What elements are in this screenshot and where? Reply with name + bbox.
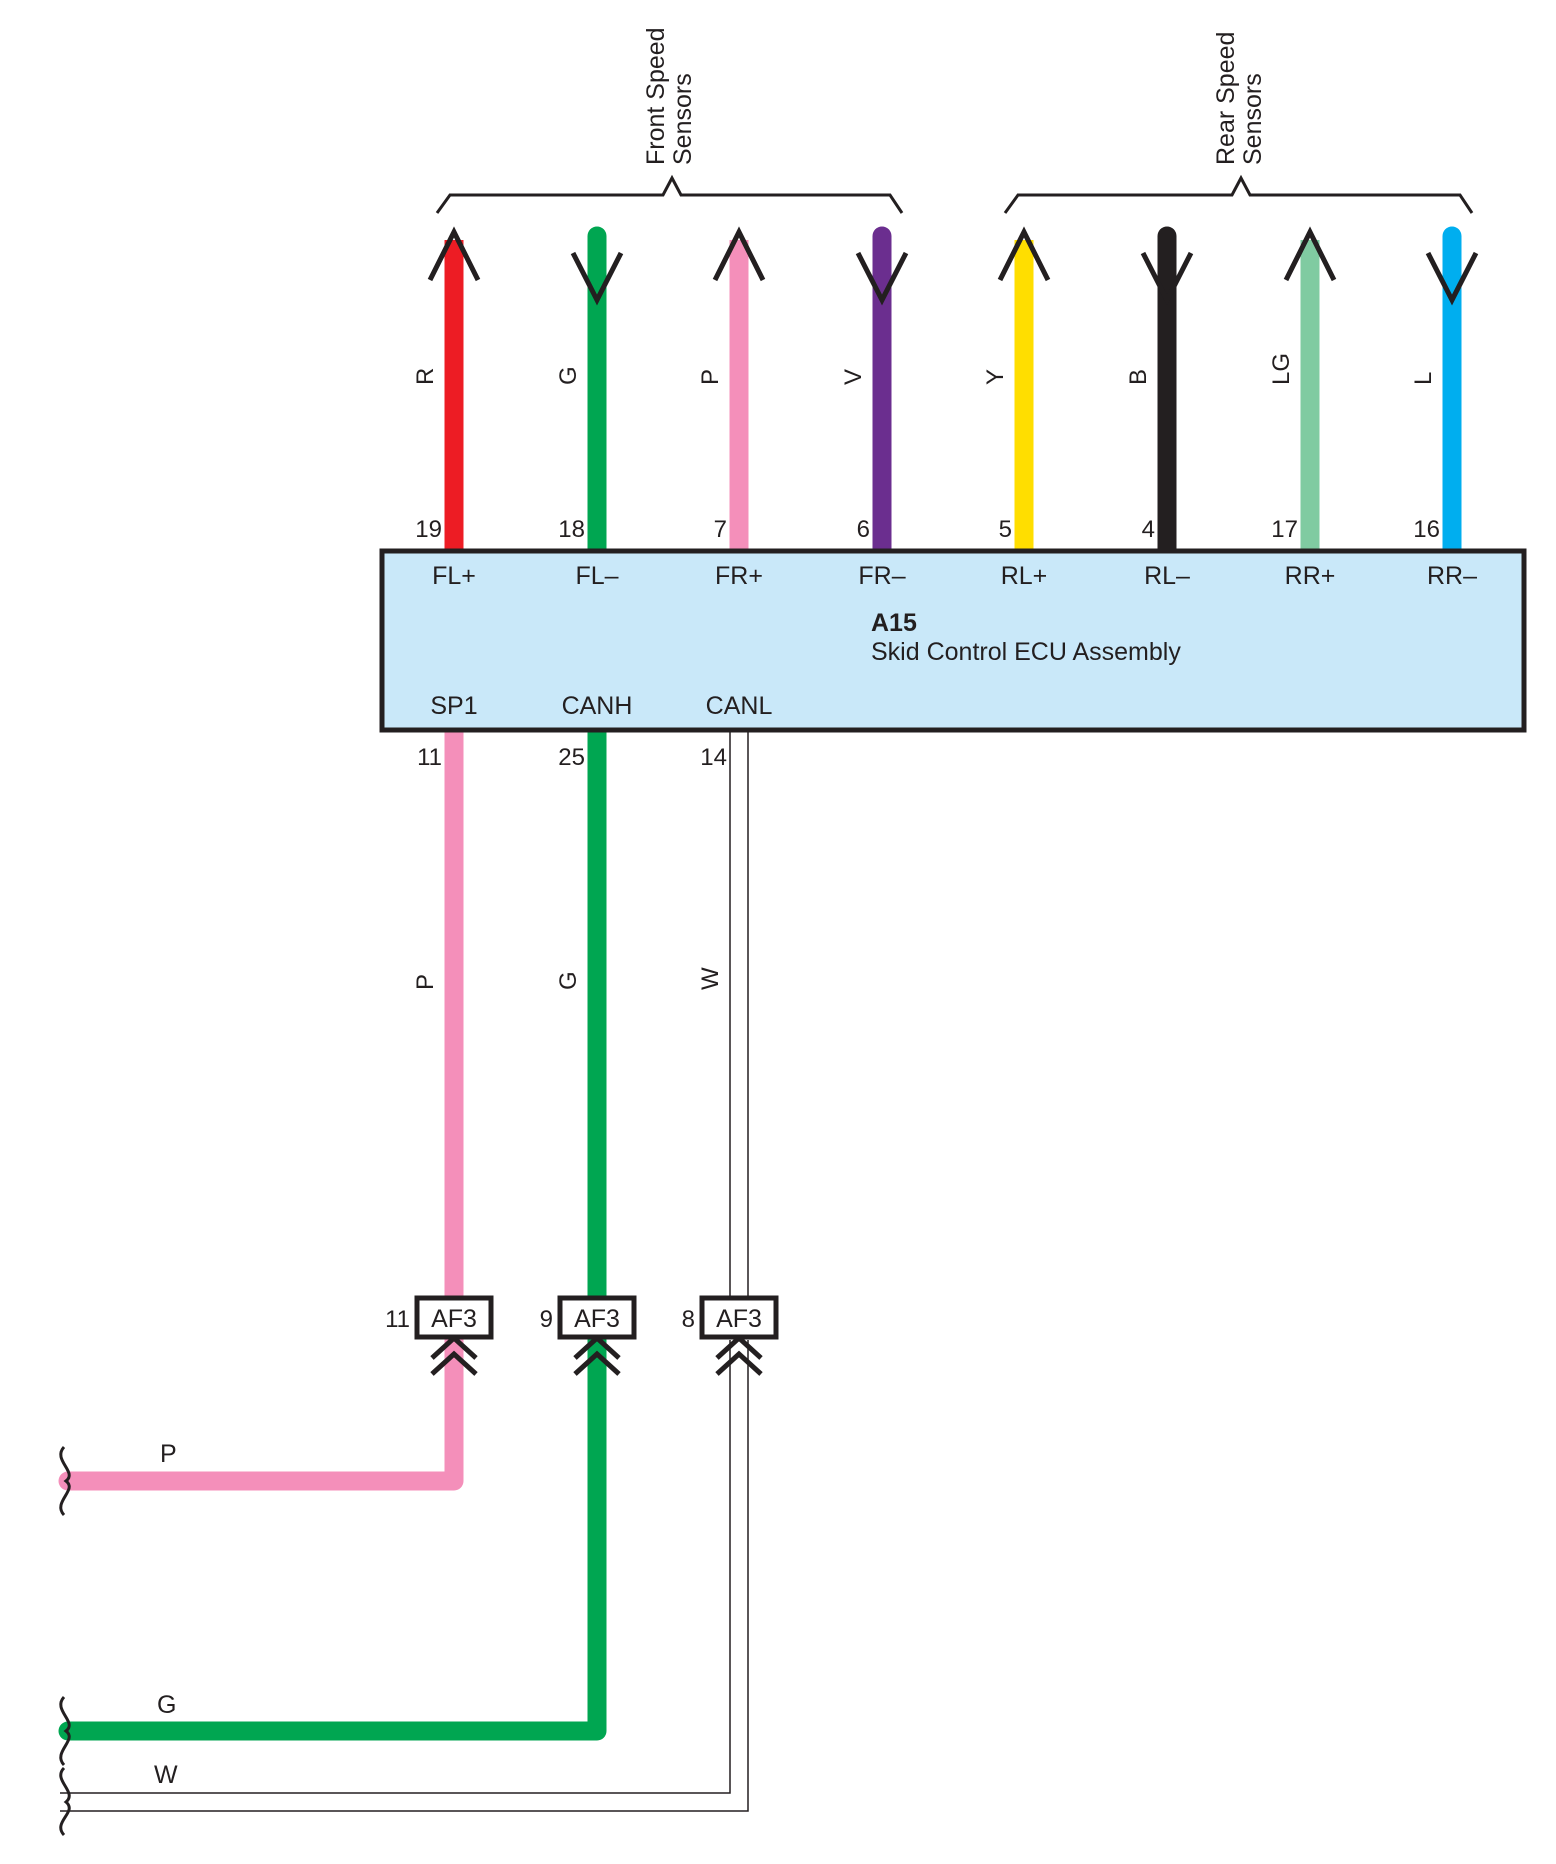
- break-mark-p: [59, 1445, 71, 1517]
- wire-color-code: P: [697, 369, 724, 385]
- terminal-label: FR+: [715, 562, 763, 590]
- terminal-label: SP1: [430, 692, 477, 720]
- pin-number: 7: [714, 516, 727, 543]
- sensor-wires: R G P V Y B LG L: [412, 226, 1479, 561]
- wire-color-code: W: [697, 967, 724, 990]
- pin-number: 25: [558, 744, 585, 771]
- arrow-down-icon: [570, 251, 624, 306]
- wire-canl-end-b: [60, 1340, 749, 1812]
- bus-terminal-labels: SP1 11 CANH 25 CANL 14: [417, 692, 772, 771]
- chevron-up-icon: [573, 1350, 621, 1376]
- chevron-up-icon: [430, 1334, 478, 1360]
- arrow-down-icon: [855, 251, 909, 306]
- pin-number: 14: [700, 744, 727, 771]
- ecu-box: [379, 548, 1527, 733]
- wire-color-code: Y: [982, 369, 1009, 385]
- chevron-up-icon: [715, 1350, 763, 1376]
- terminal-label: FL–: [575, 562, 618, 590]
- pin-number: 19: [415, 516, 442, 543]
- pin-number: 6: [857, 516, 870, 543]
- end-label-p: P: [160, 1440, 177, 1468]
- pin-number: 11: [417, 744, 442, 771]
- terminal-label: CANL: [706, 692, 773, 720]
- terminal-label: RR+: [1285, 562, 1336, 590]
- wire-color-code: G: [555, 366, 582, 385]
- wire-color-code: R: [412, 368, 439, 385]
- terminal-label: RL+: [1001, 562, 1048, 590]
- connectors: AF3 11 AF3 9 AF3 8: [385, 1295, 779, 1376]
- connector-pin: 8: [682, 1306, 695, 1333]
- pin-number: 4: [1142, 516, 1155, 543]
- terminal-label: FR–: [858, 562, 905, 590]
- arrow-up-icon: [997, 226, 1051, 282]
- connector-af3: AF3 11: [385, 1295, 494, 1376]
- chevron-up-icon: [430, 1350, 478, 1376]
- arrow-up-icon: [427, 226, 481, 282]
- wire-color-code: G: [555, 971, 582, 990]
- terminal-label: RL–: [1144, 562, 1190, 590]
- end-label-g: G: [157, 1691, 176, 1719]
- bus-wires: P G W: [58, 730, 749, 1837]
- break-mark-w: [59, 1766, 71, 1837]
- wire-sp1-end: [58, 1330, 464, 1491]
- rear-sensors-label: Rear SpeedSensors: [1212, 32, 1267, 165]
- rear-sensors-brace: [1003, 174, 1474, 214]
- connector-name: AF3: [716, 1305, 762, 1333]
- wire-color-code: LG: [1268, 353, 1295, 385]
- wire-color-code: L: [1410, 372, 1437, 385]
- pin-number: 16: [1413, 516, 1440, 543]
- terminal-label: FL+: [432, 562, 476, 590]
- chevron-up-icon: [573, 1334, 621, 1360]
- arrow-up-icon: [1283, 226, 1337, 282]
- terminal-label: RR–: [1427, 562, 1477, 590]
- wire-canl-end-a: [60, 1340, 731, 1794]
- arrow-down-icon: [1140, 251, 1194, 306]
- arrow-up-icon: [712, 226, 766, 282]
- ecu-name: Skid Control ECU Assembly: [871, 638, 1181, 666]
- terminal-label: CANH: [562, 692, 633, 720]
- wire-color-code: P: [412, 974, 439, 990]
- connector-pin: 11: [385, 1306, 410, 1333]
- ecu-id: A15: [871, 609, 917, 637]
- connector-name: AF3: [574, 1305, 620, 1333]
- break-mark-g: [59, 1695, 71, 1767]
- arrow-down-icon: [1425, 251, 1479, 306]
- front-sensors-brace: [435, 174, 904, 214]
- connector-af3: AF3 9: [540, 1295, 637, 1376]
- connector-af3: AF3 8: [682, 1295, 779, 1376]
- end-label-w: W: [154, 1761, 178, 1789]
- wire-canh-end: [58, 1330, 607, 1741]
- chevron-up-icon: [715, 1334, 763, 1360]
- wire-color-code: V: [840, 369, 867, 385]
- pin-number: 17: [1271, 516, 1298, 543]
- wire-color-code: B: [1125, 369, 1152, 385]
- connector-name: AF3: [431, 1305, 477, 1333]
- front-sensors-label: Front SpeedSensors: [642, 27, 697, 165]
- connector-pin: 9: [540, 1306, 553, 1333]
- pin-number: 5: [999, 516, 1012, 543]
- pin-number: 18: [558, 516, 585, 543]
